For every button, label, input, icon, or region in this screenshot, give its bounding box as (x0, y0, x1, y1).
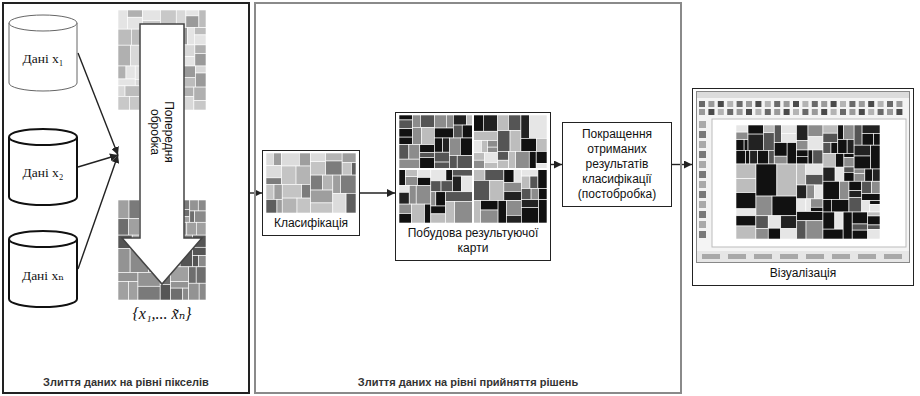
flow-arrow (672, 164, 692, 165)
box-label: Візуалізація (695, 263, 911, 283)
flow-arrow (78, 53, 118, 155)
data-cylinder: Дані x₂ (8, 128, 78, 206)
flow-arrow (250, 192, 262, 193)
preprocessing-block: Попередня обробка (118, 10, 206, 300)
panel-title: Злиття даних на рівні прийняття рішень (256, 376, 680, 388)
data-label: Дані xₙ (8, 248, 78, 302)
flow-arrow (78, 155, 118, 167)
data-label: Дані x₁ (8, 32, 78, 86)
decision-fusion-panel: Злиття даних на рівні прийняття рішень Кл… (254, 2, 682, 394)
box-label: Покращення отриманих результатів класифі… (567, 127, 667, 202)
flow-arrow (360, 192, 395, 193)
vertical-arrow-label: Попередня обробка (148, 87, 176, 177)
raster-illustration (266, 153, 356, 213)
flow-arrow (78, 155, 118, 269)
raster-illustration (696, 91, 910, 263)
panel-title: Злиття даних на рівні пікселів (4, 376, 248, 388)
data-cylinder: Дані xₙ (8, 230, 78, 308)
data-cylinder: Дані x₁ (8, 14, 78, 92)
raster-illustration (399, 115, 547, 223)
visualization-box: Візуалізація (692, 88, 914, 286)
box-label: Класифікація (265, 213, 357, 233)
box-label: Побудова результуючої карти (398, 223, 548, 258)
data-label: Дані x₂ (8, 146, 78, 200)
map-building-box: Побудова результуючої карти (395, 112, 551, 261)
pixel-fusion-panel: Злиття даних на рівні пікселів Дані x₁ Дан… (2, 2, 250, 394)
postprocessing-box: Покращення отриманих результатів класифі… (562, 122, 672, 207)
flow-arrow (551, 164, 562, 165)
classification-box: Класифікація (262, 150, 360, 236)
set-label: {x₁,... x̃ₙ} (110, 304, 214, 323)
